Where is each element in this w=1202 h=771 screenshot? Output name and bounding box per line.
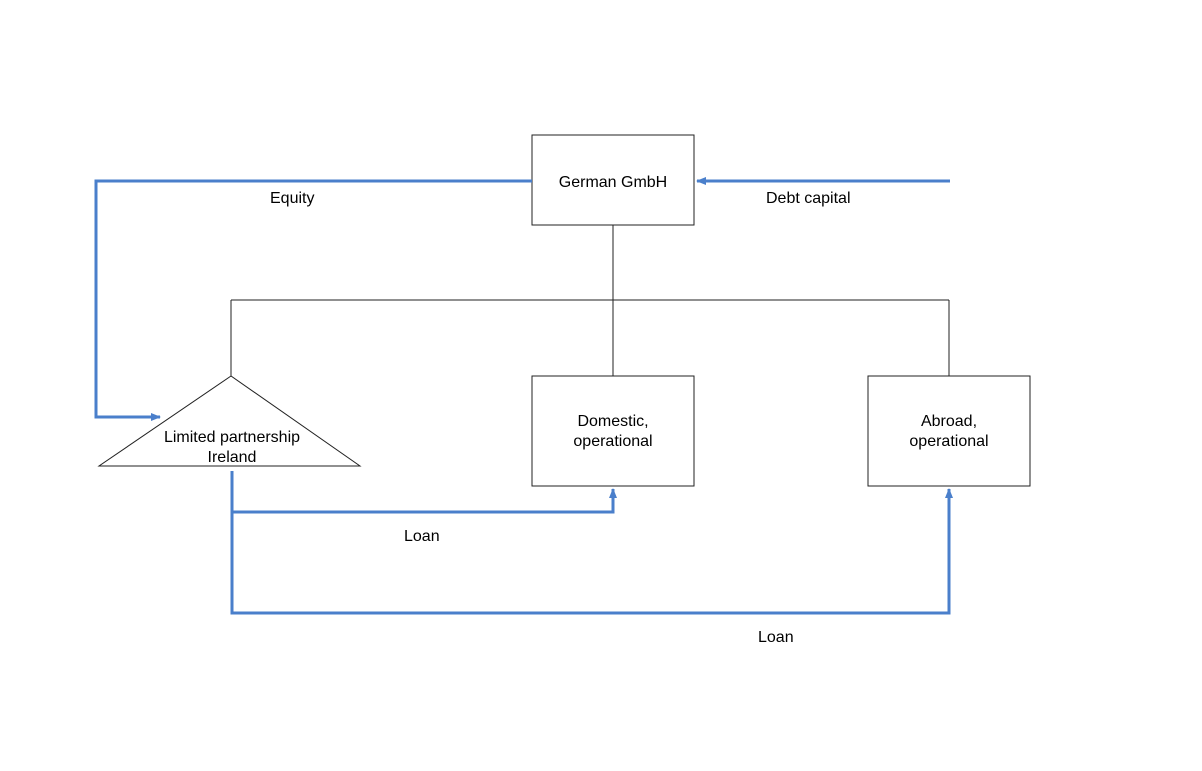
node-domestic: Domestic, operational <box>531 375 695 487</box>
domestic-label-line2: operational <box>573 433 652 450</box>
node-german-gmbh: German GmbH <box>531 134 695 226</box>
loan-domestic-arrow <box>230 471 617 514</box>
limited-partnership-triangle <box>97 375 362 467</box>
flow-arrows <box>94 177 953 615</box>
equity-arrow <box>94 179 532 421</box>
domestic-box <box>531 375 695 487</box>
equity-label: Equity <box>270 190 314 207</box>
abroad-box <box>867 375 1031 487</box>
german-gmbh-box <box>531 134 695 226</box>
debt-capital-label: Debt capital <box>766 190 851 207</box>
ownership-tree <box>230 225 950 376</box>
limited-partnership-label-line1: Limited partnership <box>164 429 300 446</box>
loan-domestic-label: Loan <box>404 528 440 545</box>
abroad-label-line2: operational <box>909 433 988 450</box>
loan-abroad-arrow <box>230 488 953 615</box>
node-limited-partnership: Limited partnership Ireland <box>97 375 362 467</box>
limited-partnership-label-line2: Ireland <box>208 449 257 466</box>
loan-abroad-label: Loan <box>758 629 794 646</box>
domestic-label-line1: Domestic, <box>577 413 648 430</box>
abroad-label-line1: Abroad, <box>921 413 977 430</box>
edge-labels: Equity Debt capital Loan Loan <box>270 190 851 646</box>
german-gmbh-label: German GmbH <box>559 174 667 191</box>
node-abroad: Abroad, operational <box>867 375 1031 487</box>
